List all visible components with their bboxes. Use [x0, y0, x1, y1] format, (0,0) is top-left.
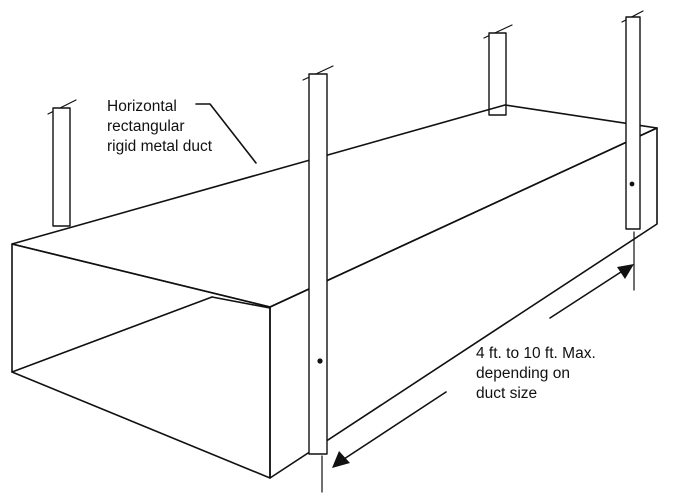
duct-label-line-1: Horizontal	[107, 98, 177, 115]
spacing-label: 4 ft. to 10 ft. Max. depending on duct s…	[476, 344, 596, 404]
duct-inner-edge-floor	[211, 296, 271, 309]
spacing-label-line-2: depending on	[476, 365, 570, 382]
right-hanger-fastener	[629, 181, 635, 187]
duct-front-opening	[11, 243, 271, 479]
dimension-arrow-lower	[332, 391, 447, 468]
duct-label-leader	[195, 103, 257, 164]
duct-label-line-2: rectangular	[107, 118, 185, 135]
duct-side-face	[269, 127, 658, 479]
spacing-label-line-3: duct size	[476, 385, 538, 402]
duct-inner-edge-top	[11, 296, 213, 373]
duct-label: Horizontal rectangular rigid metal duct	[107, 97, 212, 157]
rear-left-hanger	[47, 99, 77, 227]
spacing-label-line-1: 4 ft. to 10 ft. Max.	[476, 345, 596, 362]
front-hanger-fastener	[317, 358, 323, 364]
dimension-arrow-upper	[549, 264, 634, 319]
duct-body	[11, 104, 658, 479]
rear-right-hanger	[483, 24, 513, 116]
front-hanger	[302, 65, 334, 455]
right-hanger	[621, 10, 644, 230]
duct-label-line-3: rigid metal duct	[107, 138, 213, 155]
